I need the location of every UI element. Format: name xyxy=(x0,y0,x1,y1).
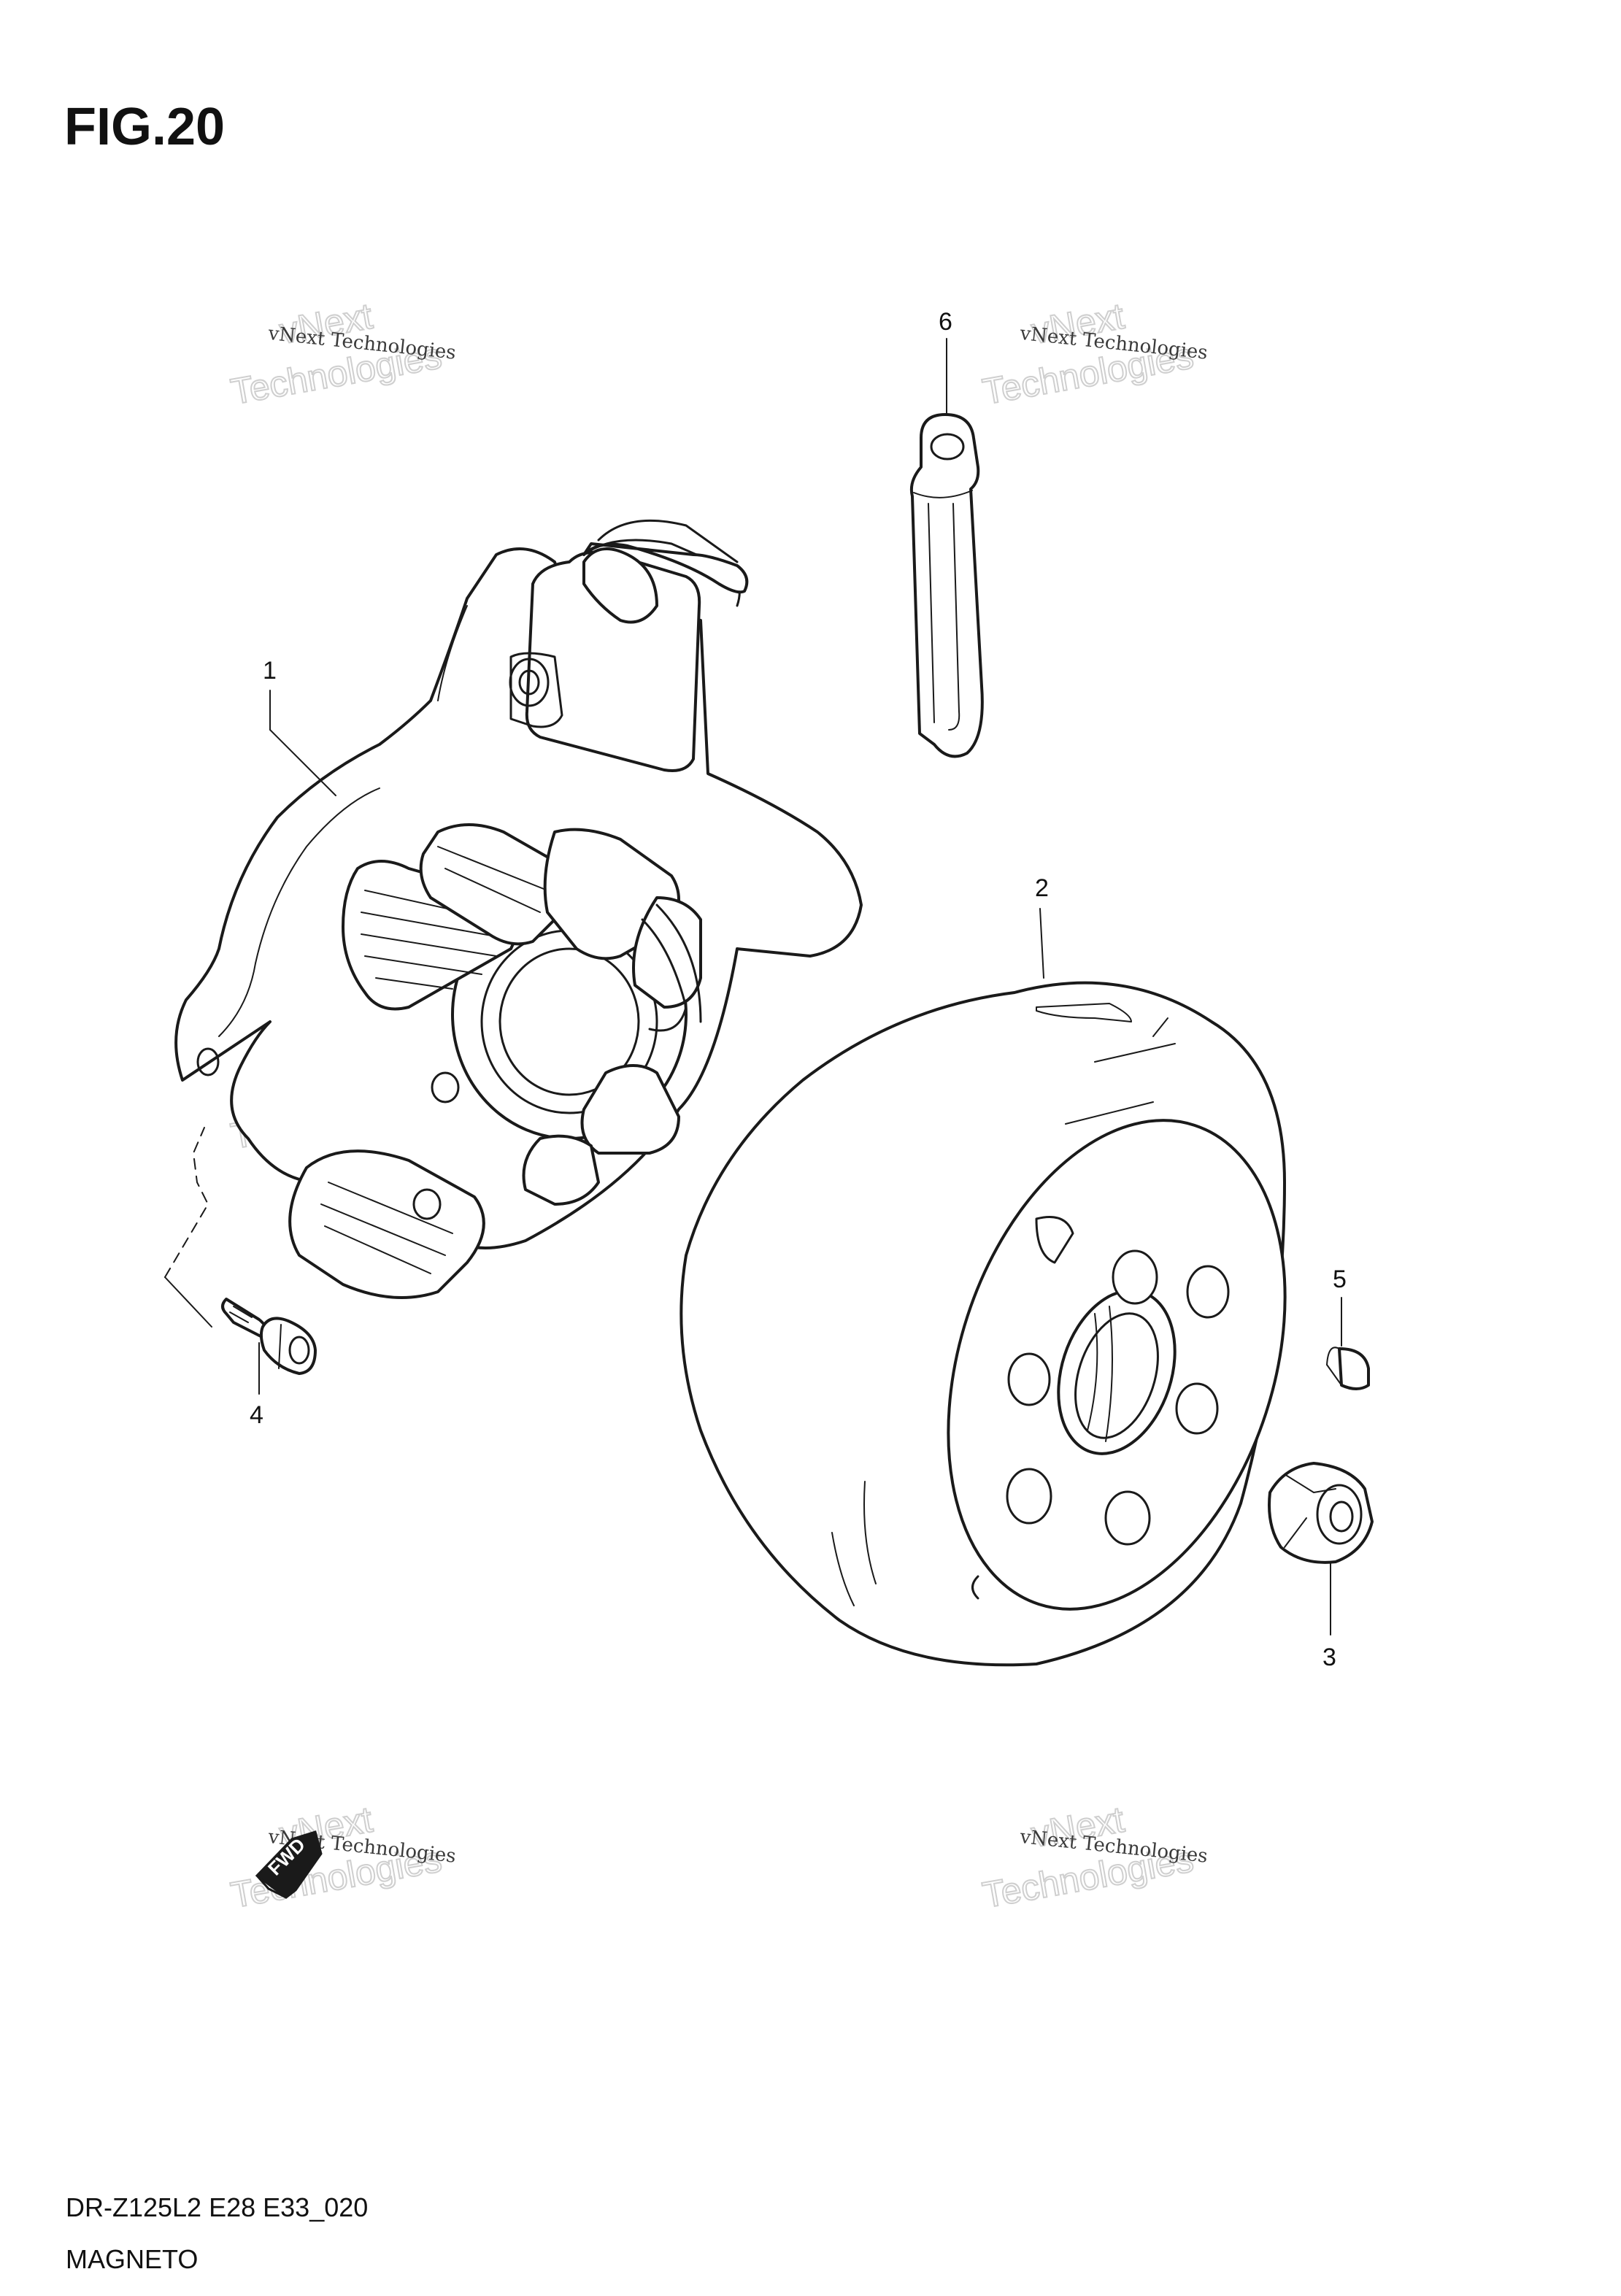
forward-arrow-icon: FWD xyxy=(255,1830,323,1899)
callout-5: 5 xyxy=(1333,1266,1347,1293)
section-name: MAGNETO xyxy=(66,2244,198,2274)
part-2-rotor xyxy=(679,981,1287,1667)
part-4-bolt xyxy=(221,1298,317,1375)
callout-3: 3 xyxy=(1322,1644,1336,1671)
leader-4-top xyxy=(164,1276,212,1328)
part-6-clamp xyxy=(909,413,984,758)
callout-4: 4 xyxy=(250,1401,263,1429)
part-5-key xyxy=(1326,1347,1370,1390)
leader-4-dashed xyxy=(164,1127,209,1278)
callout-1: 1 xyxy=(263,657,277,685)
part-1-stator xyxy=(174,519,863,1299)
leader-1b xyxy=(269,729,336,796)
part-3-nut xyxy=(1268,1462,1374,1564)
model-code: DR-Z125L2 E28 E33_020 xyxy=(66,2192,368,2222)
figure-title: FIG.20 xyxy=(64,98,225,156)
leader-2 xyxy=(1039,908,1044,979)
callout-6: 6 xyxy=(939,308,952,336)
callout-2: 2 xyxy=(1035,874,1049,902)
